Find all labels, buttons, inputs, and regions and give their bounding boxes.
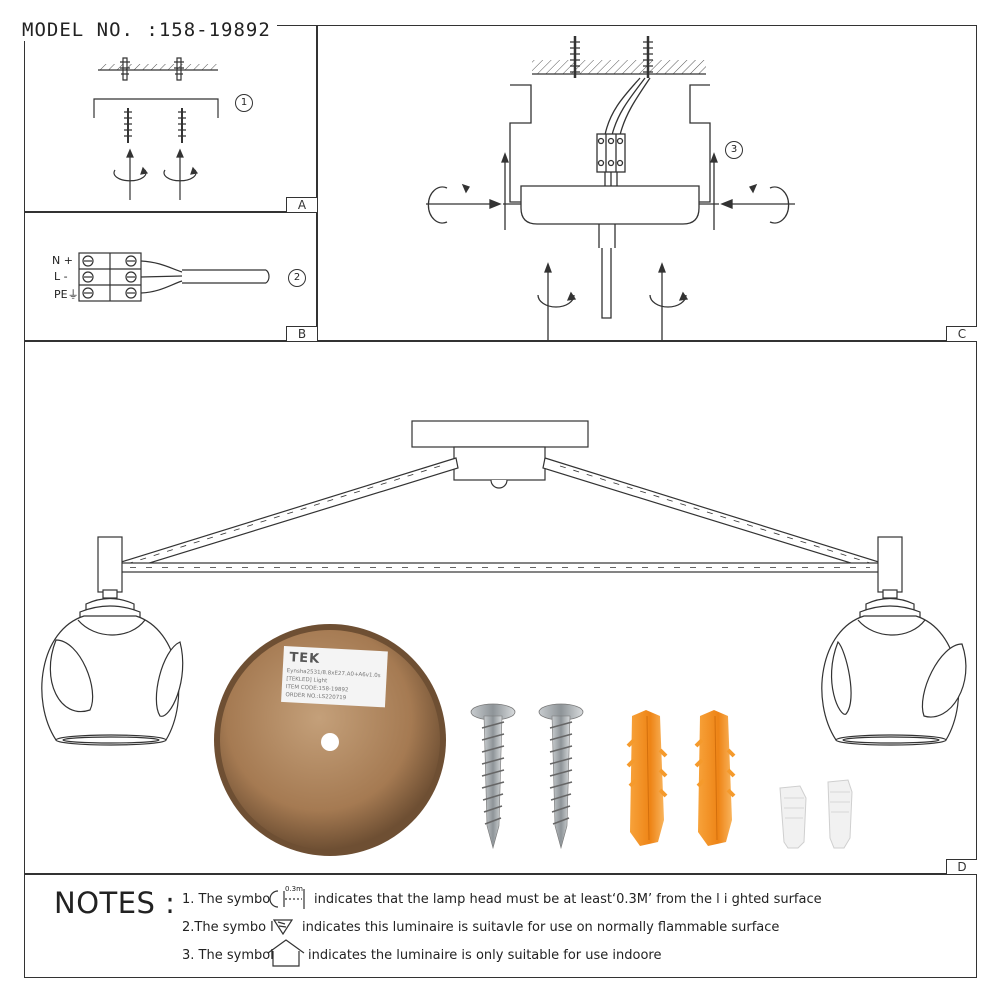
fixture-drawing	[41, 420, 967, 746]
wall-plug-icon	[626, 710, 668, 846]
panel-c-tag: C	[946, 326, 977, 341]
canopy-plate	[411, 420, 589, 448]
product-label-sticker: TEK Eynsha2531/8.8xE27.A0+A6v1.0s [TEKLE…	[281, 646, 388, 708]
step-3-marker: 3	[725, 141, 743, 159]
panel-d-tag: D	[946, 859, 977, 874]
terminal-screw-icon	[82, 255, 137, 299]
note-3-text: indicates the luminaire is only suitable…	[308, 948, 662, 963]
divider-d-notes	[24, 873, 977, 875]
indoor-use-icon	[267, 939, 305, 967]
note-3-prefix: 3. The symbol	[182, 948, 274, 963]
note-1-prefix: 1. The symbo	[182, 892, 271, 907]
divider-a-b	[24, 211, 316, 213]
model-number: MODEL NO. :158-19892	[22, 19, 277, 41]
wall-plug-icon	[694, 710, 736, 846]
distance-symbol-icon	[269, 889, 305, 909]
arm-right	[542, 457, 883, 573]
ceiling-screw-icon	[570, 36, 653, 78]
label-brand: TEK	[288, 650, 321, 667]
notes-title: NOTES :	[54, 886, 176, 920]
divider-top-d	[24, 340, 977, 342]
step-1-marker: 1	[235, 94, 253, 112]
screw-icon	[538, 703, 584, 850]
panel-a-tag: A	[286, 197, 317, 212]
label-line: ORDER NO.:LS220719	[285, 692, 347, 702]
screw-icon	[470, 703, 516, 850]
note-1-text: indicates that the lamp head must be at …	[314, 892, 822, 907]
canopy-body	[453, 446, 546, 481]
wall-anchor-icon	[174, 57, 184, 81]
wire-connector-icon	[779, 779, 853, 849]
panel-a-drawing	[93, 57, 219, 200]
note-1-symbol-label: 0.3m	[285, 885, 303, 893]
note-2-prefix: 2.The symbo l	[182, 920, 274, 935]
terminal-label-pe: PE⏚	[54, 288, 79, 301]
note-2-text: indicates this luminaire is suitavle for…	[302, 920, 780, 935]
panel-b-tag: B	[286, 326, 317, 341]
panel-b-drawing	[78, 252, 270, 302]
terminal-label-l: L -	[54, 270, 68, 283]
label-line: [TEKLED] Light	[286, 676, 328, 685]
terminal-label-n: N +	[52, 254, 73, 267]
divider-ab-c	[316, 25, 318, 341]
wall-anchor-icon	[120, 57, 130, 81]
flammable-surface-icon	[272, 919, 294, 936]
sheet-frame	[24, 25, 977, 978]
arm-left	[117, 457, 459, 573]
panel-c-drawing	[426, 36, 795, 340]
step-2-marker: 2	[288, 269, 306, 287]
